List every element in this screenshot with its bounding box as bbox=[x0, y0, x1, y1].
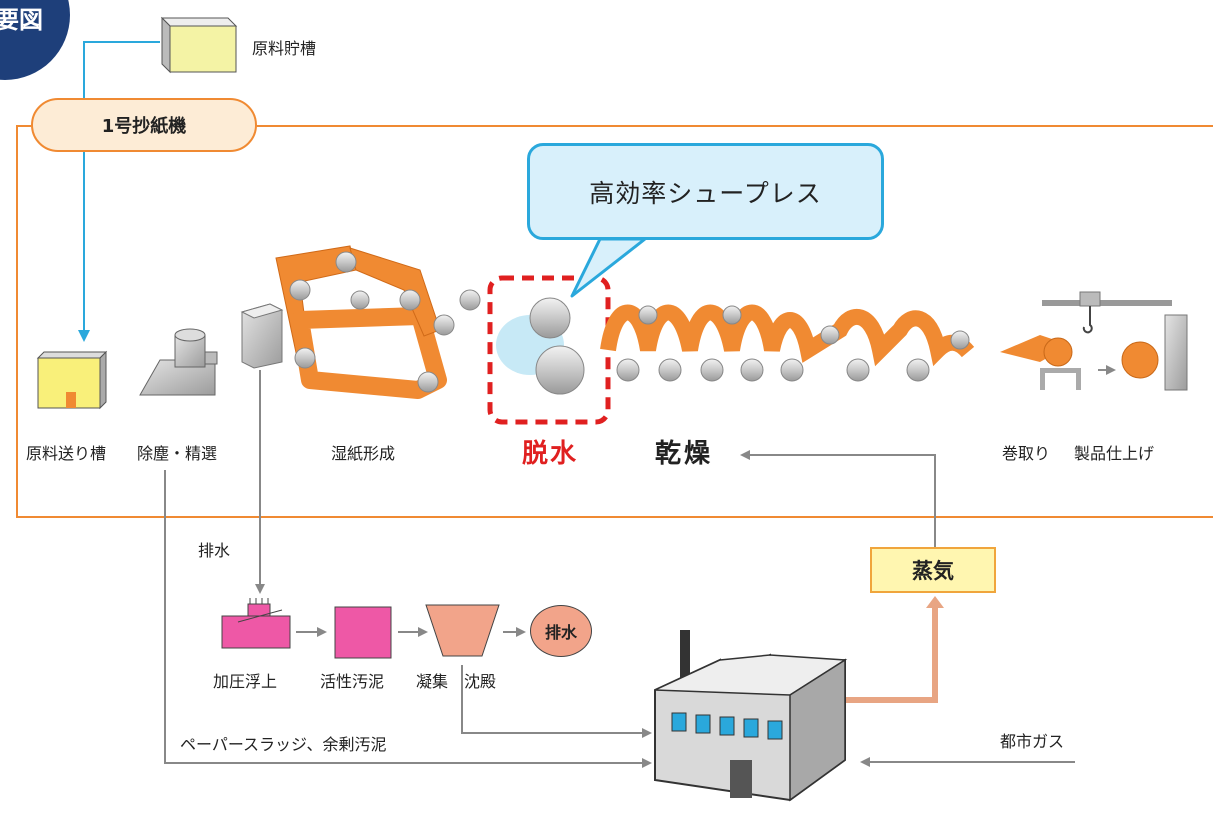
feed-flow-line bbox=[78, 41, 160, 342]
winding-label: 巻取り bbox=[1002, 444, 1051, 463]
feed-tank-label: 原料送り槽 bbox=[26, 444, 107, 463]
winder-icon bbox=[1000, 291, 1188, 391]
flotation-tank-icon bbox=[221, 598, 291, 649]
drying-label: 乾燥 bbox=[655, 439, 714, 469]
dryer-rolls bbox=[616, 305, 970, 382]
sediment-to-factory-line bbox=[461, 665, 652, 738]
dust-label: 除塵・精選 bbox=[137, 444, 218, 463]
steam-box: 蒸気 bbox=[870, 547, 996, 593]
steam-to-drying-line bbox=[740, 450, 936, 547]
coagulation-tank-icon bbox=[425, 604, 500, 657]
steam-pipe-arrow bbox=[926, 596, 944, 608]
feed-tank-icon bbox=[36, 350, 108, 410]
dewatering-label: 脱水 bbox=[522, 439, 579, 469]
dryer-felt bbox=[600, 304, 975, 367]
shoe-press-icon bbox=[496, 297, 585, 395]
finishing-label: 製品仕上げ bbox=[1074, 444, 1155, 463]
paper-machine-label: 1号抄紙機 bbox=[31, 98, 257, 152]
sludge-line-label: ペーパースラッジ、余剰汚泥 bbox=[180, 735, 387, 754]
shoe-press-callout: 高効率シュープレス bbox=[527, 143, 884, 240]
forming-felt bbox=[275, 245, 481, 399]
steam-pipe bbox=[846, 603, 938, 703]
dust-separator-icon bbox=[139, 328, 218, 396]
corner-tab: 要図 bbox=[0, 0, 70, 80]
sedimentation-label: 沈殿 bbox=[464, 672, 497, 691]
sludge-tank-icon bbox=[334, 606, 392, 659]
activated-sludge-label: 活性汚泥 bbox=[320, 672, 385, 691]
dewatering-highlight bbox=[487, 275, 611, 425]
drain-circle: 排水 bbox=[530, 605, 592, 657]
machine-frame bbox=[16, 125, 1213, 518]
raw-tank-label: 原料貯槽 bbox=[252, 39, 317, 58]
headbox-icon bbox=[240, 303, 284, 369]
sludge-line bbox=[164, 470, 652, 768]
flotation-label: 加圧浮上 bbox=[213, 672, 278, 691]
raw-storage-tank-icon bbox=[160, 16, 238, 74]
factory-icon bbox=[654, 630, 848, 802]
wastewater-label: 排水 bbox=[198, 541, 231, 560]
city-gas-label: 都市ガス bbox=[1000, 732, 1065, 751]
coagulation-label: 凝集 bbox=[416, 672, 449, 691]
wet-forming-label: 湿紙形成 bbox=[331, 444, 396, 463]
